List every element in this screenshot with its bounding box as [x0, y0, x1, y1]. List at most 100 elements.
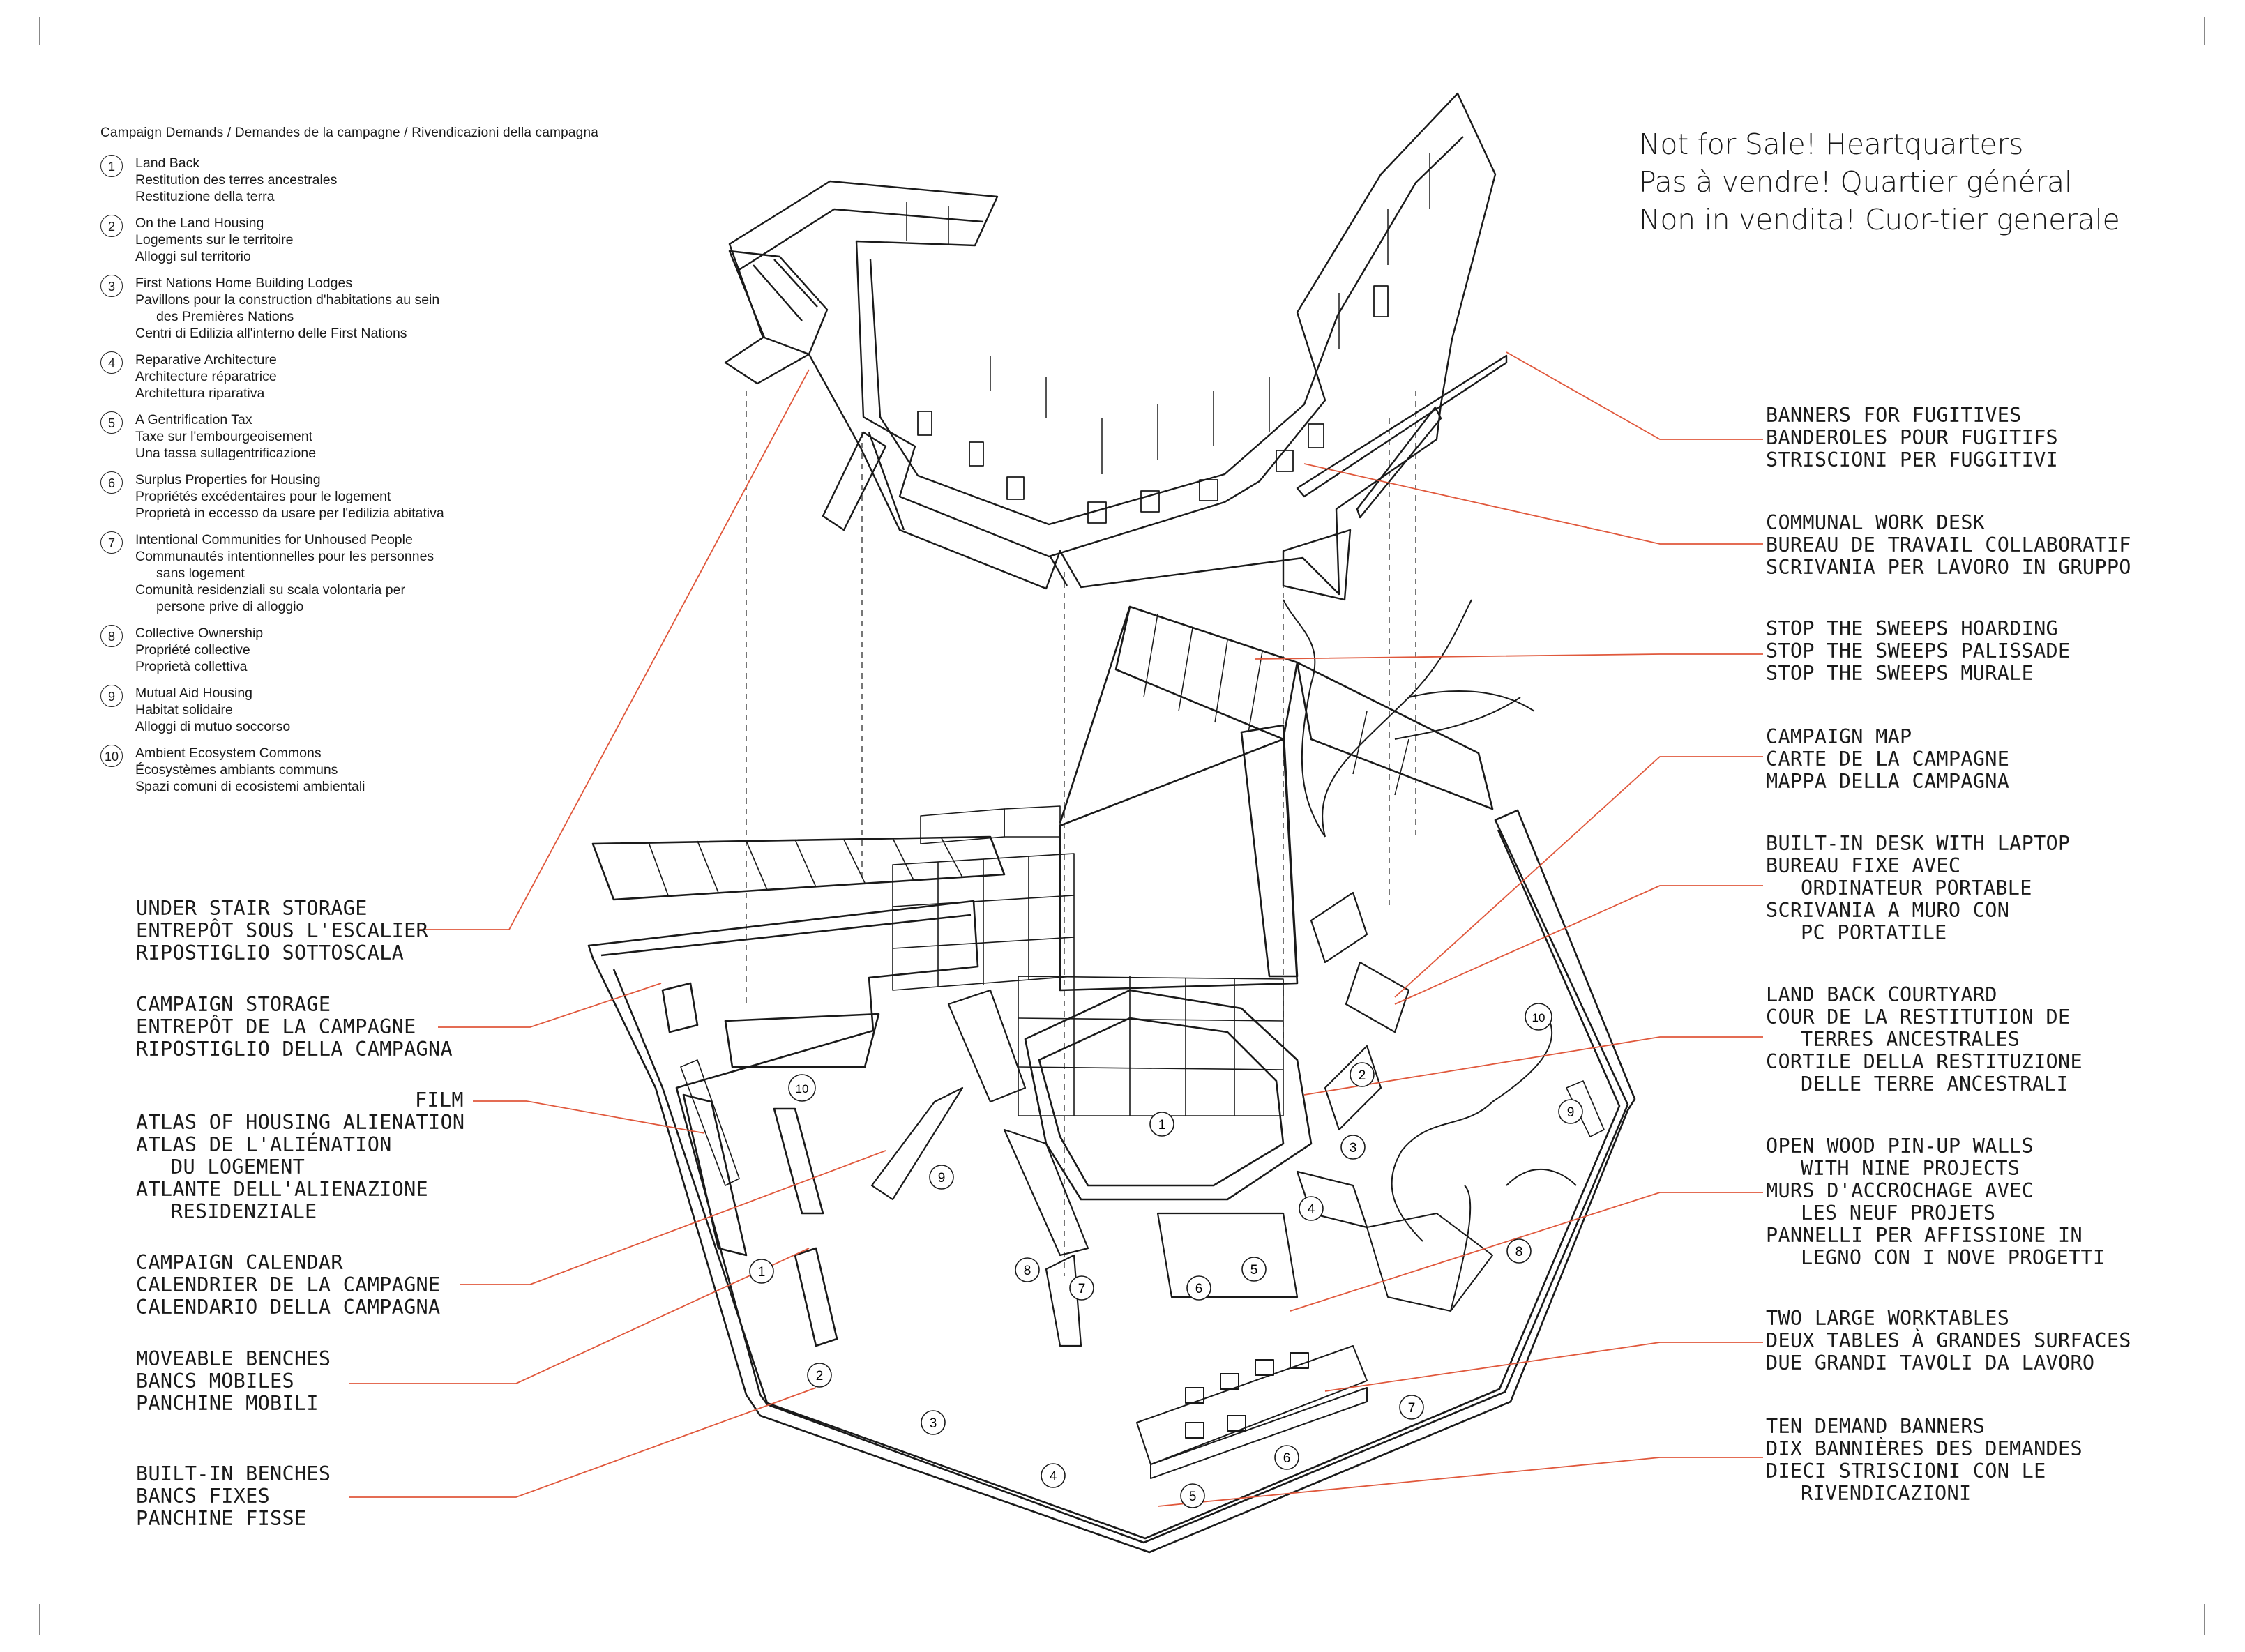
- marker-label: 8: [1515, 1245, 1523, 1259]
- callout-line: ATLANTE DELL'ALIENAZIONE: [136, 1178, 429, 1201]
- callout-line: ENTREPÔT SOUS L'ESCALIER: [136, 919, 429, 942]
- demand-text: Taxe sur l'embourgeoisement: [135, 429, 313, 444]
- demand-text: Propriété collective: [135, 642, 250, 658]
- demand-text: Centri di Edilizia all'interno delle Fir…: [135, 326, 407, 341]
- demand-text: Propriétés excédentaires pour le logemen…: [135, 489, 391, 504]
- demand-text: Alloggi sul territorio: [135, 249, 251, 264]
- callout-line: RIPOSTIGLIO SOTTOSCALA: [136, 941, 405, 964]
- demand-text: Architecture réparatrice: [135, 369, 277, 384]
- callout-line: BUILT-IN DESK WITH LAPTOP: [1766, 832, 2071, 855]
- marker-2: 2: [1350, 1062, 1375, 1087]
- marker-label: 5: [1189, 1490, 1197, 1504]
- callout-line: CAMPAIGN MAP: [1766, 725, 1912, 748]
- callout-line: PANCHINE MOBILI: [136, 1392, 319, 1415]
- callout-line: FILM: [415, 1089, 464, 1112]
- marker-label: 9: [938, 1171, 946, 1185]
- callout-line: BANNERS FOR FUGITIVES: [1766, 404, 2022, 427]
- title-block: Not for Sale! Heartquarters Pas à vendre…: [1639, 126, 2120, 238]
- callout-line: TERRES ANCESTRALES: [1801, 1028, 2020, 1051]
- marker-6: 6: [1186, 1275, 1211, 1301]
- demand-text: Comunità residenziali su scala volontari…: [135, 582, 405, 598]
- title-it: Non in vendita! Cuor-tier generale: [1639, 203, 2120, 236]
- demand-number-badge: 4: [100, 351, 123, 374]
- marker-7: 7: [1069, 1275, 1094, 1301]
- demand-text: Alloggi di mutuo soccorso: [135, 719, 291, 734]
- callout-line: ENTREPÔT DE LA CAMPAGNE: [136, 1015, 416, 1038]
- callout-line: SCRIVANIA PER LAVORO IN GRUPPO: [1766, 556, 2131, 579]
- marker-label: 7: [1408, 1401, 1416, 1416]
- callout-line: COUR DE LA RESTITUTION DE: [1766, 1006, 2071, 1029]
- marker-label: 4: [1050, 1469, 1057, 1484]
- callout-line: PC PORTATILE: [1801, 921, 1947, 944]
- demand-text: sans logement: [156, 566, 245, 581]
- callout-line: STOP THE SWEEPS HOARDING: [1766, 617, 2059, 640]
- marker-5: 5: [1241, 1257, 1267, 1282]
- banner-marker-1: 1: [749, 1259, 774, 1284]
- marker-10: 10: [788, 1074, 816, 1102]
- demand-number-badge: 5: [100, 411, 123, 434]
- banner-marker-8: 8: [1506, 1238, 1532, 1264]
- callout-line: CALENDARIO DELLA CAMPAGNA: [136, 1296, 441, 1319]
- legend-heading: Campaign Demands / Demandes de la campag…: [100, 126, 598, 140]
- demand-text: A Gentrification Tax: [135, 412, 252, 427]
- callout-line: STOP THE SWEEPS PALISSADE: [1766, 639, 2071, 662]
- callout-line: PANNELLI PER AFFISSIONE IN: [1766, 1224, 2083, 1247]
- callout-line: BANDEROLES POUR FUGITIFS: [1766, 426, 2059, 449]
- demand-text: Proprietà in eccesso da usare per l'edil…: [135, 506, 444, 521]
- callout-line: SCRIVANIA A MURO CON: [1766, 899, 2010, 922]
- marker-9: 9: [929, 1165, 954, 1190]
- demand-text: Pavillons pour la construction d'habitat…: [135, 292, 440, 308]
- callout-line: BUILT-IN BENCHES: [136, 1462, 331, 1485]
- callout-line: MOVEABLE BENCHES: [136, 1347, 331, 1370]
- marker-label: 3: [930, 1416, 937, 1431]
- marker-label: 5: [1250, 1263, 1258, 1278]
- banner-marker-2: 2: [807, 1363, 832, 1388]
- crop-mark: [39, 17, 40, 45]
- marker-label: 1: [1158, 1118, 1166, 1132]
- marker-label: 3: [1350, 1141, 1357, 1155]
- marker-label: 4: [1308, 1202, 1315, 1217]
- callout-line: BUREAU DE TRAVAIL COLLABORATIF: [1766, 533, 2131, 556]
- callout-line: DU LOGEMENT: [171, 1155, 305, 1179]
- callout-line: LES NEUF PROJETS: [1801, 1202, 1996, 1225]
- crop-mark: [2204, 17, 2205, 45]
- callout-line: COMMUNAL WORK DESK: [1766, 511, 1986, 534]
- projection-lines: [746, 391, 1416, 1276]
- demand-text: Collective Ownership: [135, 626, 264, 641]
- marker-4: 4: [1299, 1196, 1324, 1221]
- marker-label: 7: [1078, 1282, 1086, 1296]
- callout-line: DELLE TERRE ANCESTRALI: [1801, 1073, 2069, 1096]
- demand-text: Communautés intentionnelles pour les per…: [135, 549, 434, 564]
- crop-mark: [2204, 1604, 2205, 1635]
- demand-text: Architettura riparativa: [135, 386, 265, 401]
- callout-line: BANCS FIXES: [136, 1485, 271, 1508]
- marker-8: 8: [1015, 1257, 1040, 1282]
- callout-line: TEN DEMAND BANNERS: [1766, 1415, 1986, 1438]
- demand-text: Écosystèmes ambiants communs: [135, 762, 338, 778]
- callout-line: PANCHINE FISSE: [136, 1507, 307, 1530]
- callout-line: RIVENDICAZIONI: [1801, 1482, 1972, 1505]
- callout-line: RIPOSTIGLIO DELLA CAMPAGNA: [136, 1038, 453, 1061]
- upper-level: [724, 92, 1508, 601]
- callout-line: OPEN WOOD PIN-UP WALLS: [1766, 1135, 2034, 1158]
- campaign-demands-legend: Campaign Demands / Demandes de la campag…: [100, 126, 728, 805]
- callout-line: BUREAU FIXE AVEC: [1766, 854, 1961, 877]
- demand-text: Logements sur le territoire: [135, 232, 294, 248]
- demand-text: Mutual Aid Housing: [135, 685, 253, 701]
